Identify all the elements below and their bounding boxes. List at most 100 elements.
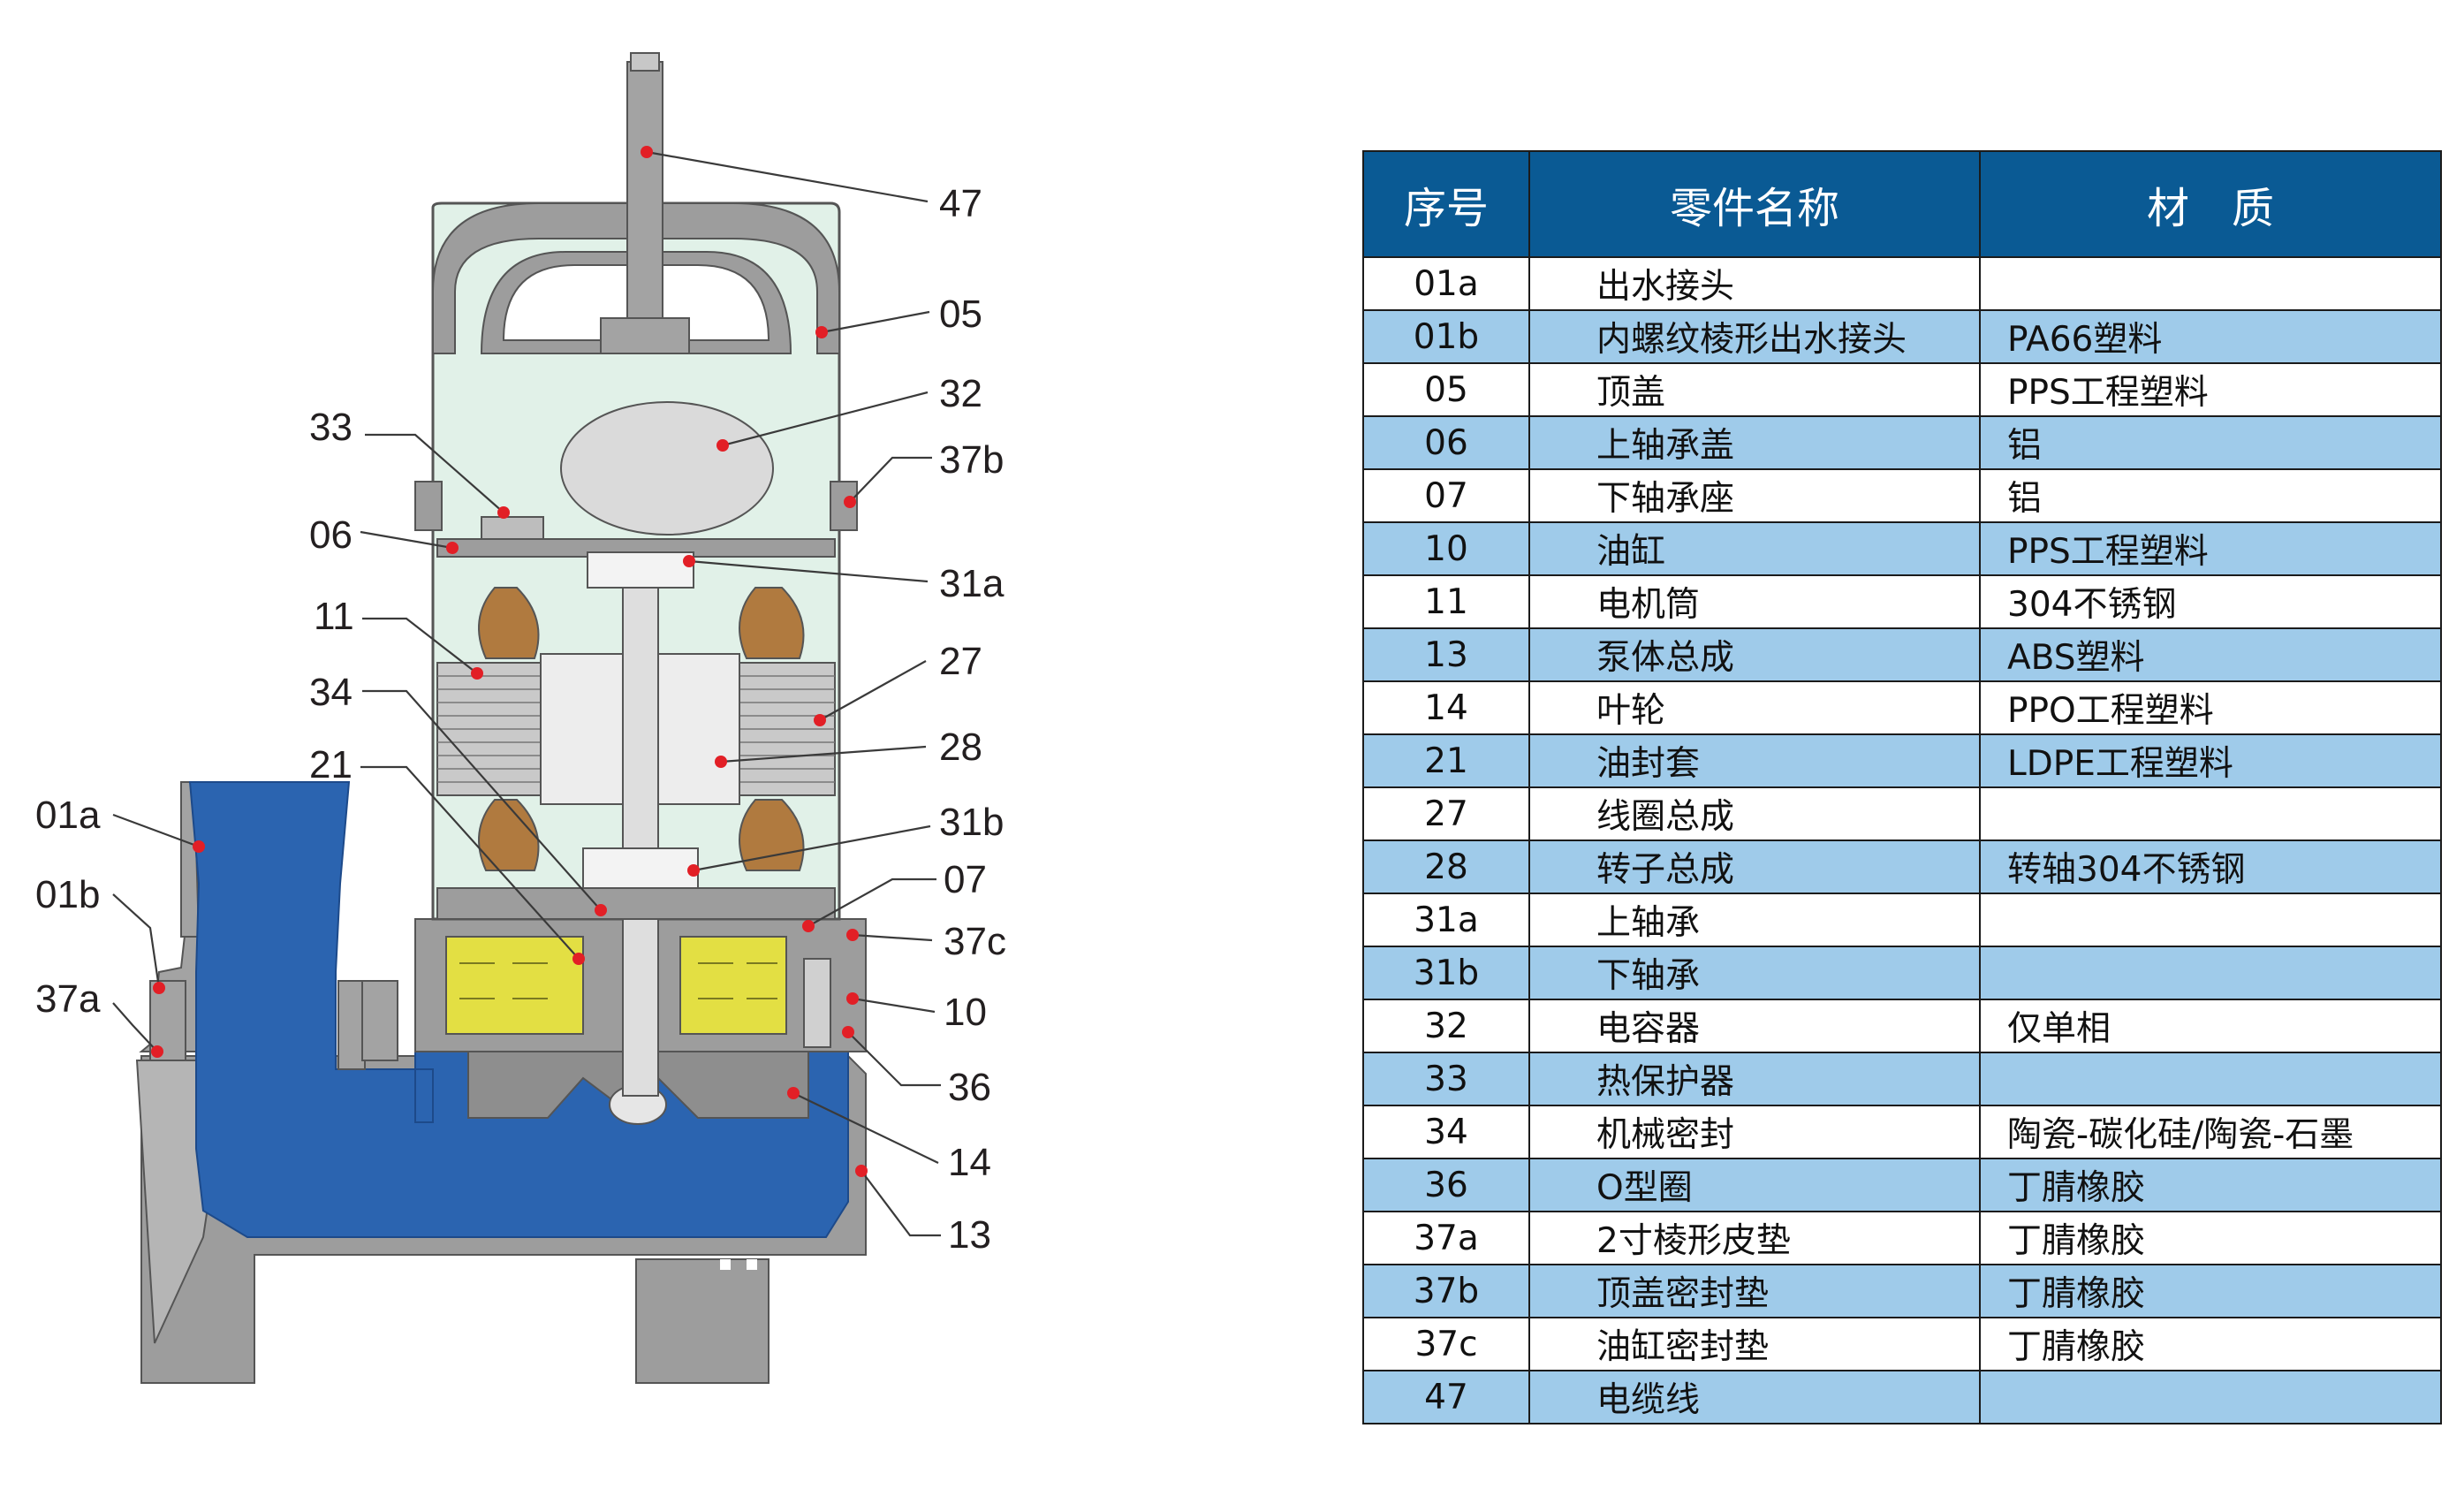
cell-material <box>1979 1052 2442 1106</box>
callout-27: 27 <box>939 640 982 683</box>
cell-serial-number: 47 <box>1362 1370 1530 1424</box>
cell-material: PPS工程塑料 <box>1979 521 2442 576</box>
cell-serial-number: 28 <box>1362 839 1530 894</box>
cell-serial-number: 01a <box>1362 256 1530 311</box>
cell-part-name: 上轴承盖 <box>1528 415 1981 470</box>
cell-serial-number: 14 <box>1362 680 1530 735</box>
power-cable <box>600 52 690 354</box>
callout-01b: 01b <box>35 873 100 916</box>
cell-serial-number: 10 <box>1362 521 1530 576</box>
cell-serial-number: 31b <box>1362 946 1530 1000</box>
cell-part-name: 内螺纹棱形出水接头 <box>1528 309 1981 364</box>
header-part-name: 零件名称 <box>1528 150 1981 258</box>
cell-serial-number: 11 <box>1362 574 1530 629</box>
table-header-row: 序号 零件名称 材 质 <box>1362 150 2442 258</box>
header-material: 材 质 <box>1979 150 2442 258</box>
cell-material <box>1979 786 2442 841</box>
cell-material: 仅单相 <box>1979 999 2442 1053</box>
cell-material <box>1979 256 2442 311</box>
cell-material: 铝 <box>1979 468 2442 523</box>
cell-material: 铝 <box>1979 415 2442 470</box>
callout-37c: 37c <box>944 920 1006 963</box>
callout-14: 14 <box>948 1141 991 1184</box>
cell-part-name: 上轴承 <box>1528 893 1981 947</box>
callout-33: 33 <box>309 406 353 449</box>
marker-dots <box>151 146 868 1177</box>
cell-material: LDPE工程塑料 <box>1979 733 2442 788</box>
cell-serial-number: 07 <box>1362 468 1530 523</box>
cell-serial-number: 06 <box>1362 415 1530 470</box>
cell-serial-number: 37c <box>1362 1317 1530 1371</box>
shaft <box>622 565 659 1097</box>
cell-part-name: 出水接头 <box>1528 256 1981 311</box>
callout-07: 07 <box>944 858 987 901</box>
cell-material <box>1979 946 2442 1000</box>
cell-material: PPO工程塑料 <box>1979 680 2442 735</box>
cell-serial-number: 37a <box>1362 1211 1530 1265</box>
cell-material: ABS塑料 <box>1979 627 2442 682</box>
cell-part-name: 下轴承座 <box>1528 468 1981 523</box>
header-serial-number: 序号 <box>1362 150 1530 258</box>
cell-material: 转轴304不锈钢 <box>1979 839 2442 894</box>
cell-serial-number: 33 <box>1362 1052 1530 1106</box>
leader-lines <box>112 150 941 1237</box>
callout-34: 34 <box>309 671 353 714</box>
cell-part-name: 2寸棱形皮垫 <box>1528 1211 1981 1265</box>
callout-01a: 01a <box>35 794 101 837</box>
cell-serial-number: 32 <box>1362 999 1530 1053</box>
callout-labels: 47 05 32 33 37b 06 31a 11 27 34 28 21 01… <box>35 182 1006 1257</box>
cell-part-name: 机械密封 <box>1528 1105 1981 1159</box>
cell-material: 丁腈橡胶 <box>1979 1317 2442 1371</box>
callout-28: 28 <box>939 726 982 769</box>
cell-part-name: 叶轮 <box>1528 680 1981 735</box>
cell-material: PA66塑料 <box>1979 309 2442 364</box>
callout-11: 11 <box>314 595 354 638</box>
cell-serial-number: 37b <box>1362 1264 1530 1318</box>
lower-bearing <box>582 847 699 889</box>
capacitor <box>560 401 774 536</box>
cell-part-name: 油封套 <box>1528 733 1981 788</box>
callout-37b: 37b <box>939 438 1004 482</box>
cell-serial-number: 27 <box>1362 786 1530 841</box>
cell-material: PPS工程塑料 <box>1979 362 2442 417</box>
cell-serial-number: 31a <box>1362 893 1530 947</box>
cell-material: 304不锈钢 <box>1979 574 2442 629</box>
cell-part-name: 电机筒 <box>1528 574 1981 629</box>
cell-part-name: 热保护器 <box>1528 1052 1981 1106</box>
callout-37a: 37a <box>35 977 101 1021</box>
cell-part-name: 电缆线 <box>1528 1370 1981 1424</box>
callout-31a: 31a <box>939 562 1005 605</box>
callout-13: 13 <box>948 1213 991 1257</box>
cell-serial-number: 05 <box>1362 362 1530 417</box>
cell-material <box>1979 893 2442 947</box>
cell-serial-number: 34 <box>1362 1105 1530 1159</box>
cell-part-name: 顶盖 <box>1528 362 1981 417</box>
lower-bearing-seat <box>436 887 836 920</box>
callout-32: 32 <box>939 372 982 415</box>
callout-06: 06 <box>309 513 353 557</box>
